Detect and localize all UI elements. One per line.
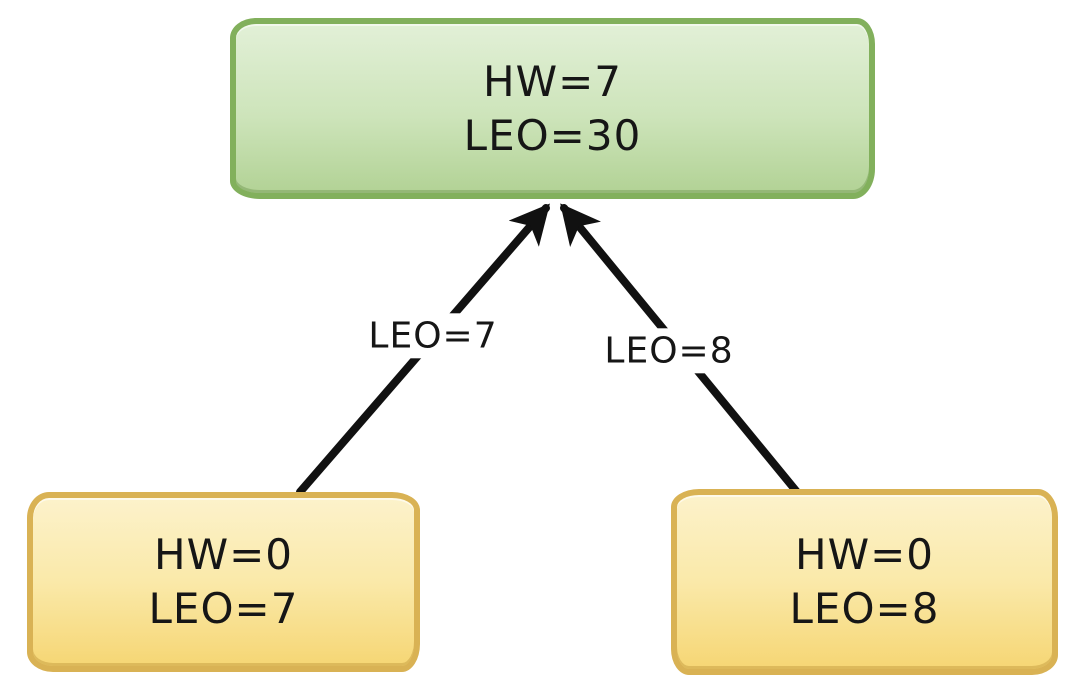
edge-label-left: LEO=7 <box>360 313 506 359</box>
edge-label-right: LEO=8 <box>596 328 742 374</box>
node-left-child-hw-value: HW=0 <box>153 530 294 580</box>
node-right-child-leo-value: LEO=8 <box>789 584 940 633</box>
node-parent: HW=7 LEO=30 <box>230 18 875 199</box>
node-right-child: HW=0 LEO=8 <box>671 489 1058 675</box>
node-left-child-leo-value: LEO=7 <box>148 584 299 633</box>
node-parent-hw-value: HW=7 <box>482 56 623 106</box>
node-parent-leo-value: LEO=30 <box>463 110 642 160</box>
node-right-child-hw-value: HW=0 <box>794 530 935 580</box>
node-left-child: HW=0 LEO=7 <box>27 492 420 672</box>
